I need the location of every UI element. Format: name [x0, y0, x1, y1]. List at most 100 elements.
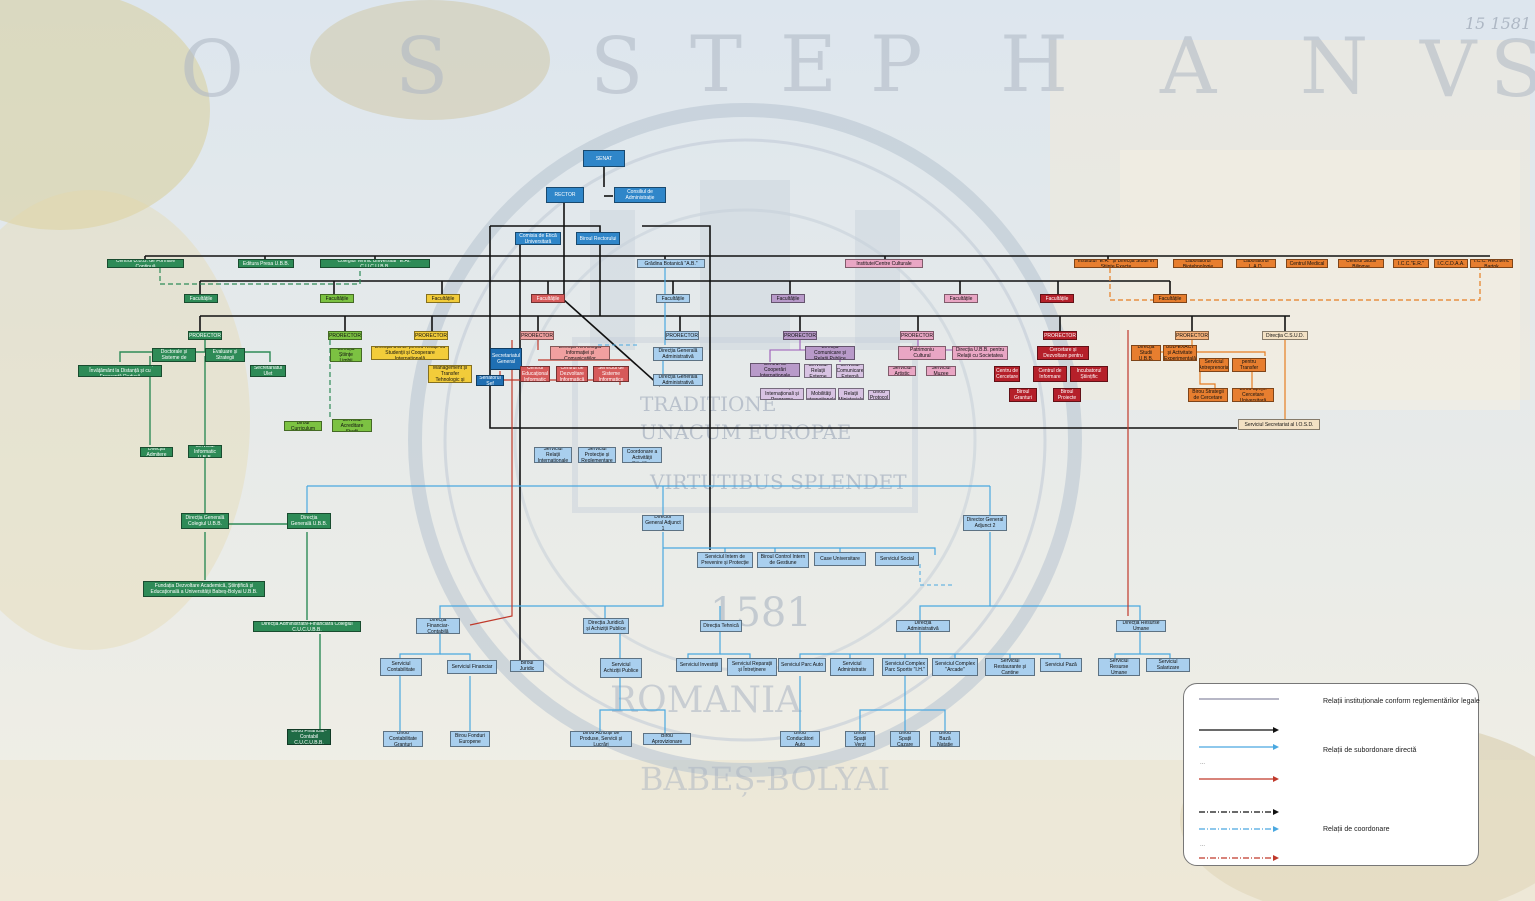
inst-row-box[interactable]: Laboratorul L.A.D. — [1236, 259, 1276, 268]
case-universitare-box[interactable]: Case Universitare — [814, 552, 866, 566]
prorector-box[interactable]: PRORECTOR — [783, 331, 817, 340]
secretariat-general-box[interactable]: Secretariatul General — [490, 348, 522, 370]
biroul-curriculum-box[interactable]: Biroul Curriculum — [284, 421, 322, 431]
purple-child-box[interactable]: Birou Protocol — [868, 390, 890, 400]
blue-subunit-box[interactable]: Serviciul Relații Internaționale — [534, 447, 572, 463]
prorector-box[interactable]: PRORECTOR — [414, 331, 448, 340]
senat-box[interactable]: SENAT — [583, 150, 625, 167]
inst-row-box[interactable]: Laboratorul Biotehnologie — [1173, 259, 1223, 268]
yellow-child-box[interactable]: Centrul de Management și Transfer Tehnol… — [428, 365, 472, 383]
birou-spatii-box[interactable]: Birou Spații Cazare — [890, 731, 920, 747]
pink-child-box[interactable]: Serviciul Muzee — [926, 366, 956, 376]
facultati-box[interactable]: Facultățile — [1153, 294, 1187, 303]
purple-child-box[interactable]: Birou Relații Ministeriale — [838, 388, 864, 400]
inst-row-box[interactable]: Centrul Medical — [1286, 259, 1328, 268]
birou-contabilitate-box[interactable]: Birou Contabilitate Granturi — [383, 731, 423, 747]
facultati-box[interactable]: Facultățile — [184, 294, 218, 303]
serviciul-parc-auto-box[interactable]: Serviciul Parc Auto — [778, 658, 826, 672]
birou-aprovizionare-box[interactable]: Birou Aprovizionare — [643, 733, 691, 745]
birou-fonduri-box[interactable]: Birou Fonduri Europene — [450, 731, 490, 747]
serviciul-achizitii-box[interactable]: Serviciul Achiziții Publice — [600, 658, 642, 678]
biroul-control-box[interactable]: Biroul Control Intern de Gestiune — [757, 552, 809, 568]
director-adjunct1-box[interactable]: Director General Adjunct 1 — [642, 515, 684, 531]
green-child-box[interactable]: Direcția Admitere — [140, 447, 173, 457]
dred-child-box[interactable]: Centrul de Informare — [1033, 366, 1067, 382]
pink-child-box[interactable]: Serviciul Artistic — [888, 366, 916, 376]
orange-child-box[interactable]: Birou Strategii de Cercetare — [1188, 388, 1228, 402]
fundatie-box[interactable]: Fundația Dezvoltare Academică, Științifi… — [143, 581, 265, 597]
serviciul-complex-box[interactable]: Serviciul Complex Parc Sportiv "I.H." — [882, 658, 928, 676]
serviciul-prevenire-box[interactable]: Serviciul Intern de Prevenire și Protecț… — [697, 552, 753, 568]
prorector-box[interactable]: PRORECTOR — [188, 331, 222, 340]
facultati-box[interactable]: Facultățile — [531, 294, 565, 303]
serviciul-resurse-umane-box[interactable]: Serviciul Resurse Umane — [1098, 658, 1140, 676]
prorector-box[interactable]: PRORECTOR — [328, 331, 362, 340]
orange-child-box[interactable]: Birou Sprijin Cercetare Universitară — [1232, 388, 1274, 402]
inst-row-box[interactable]: I.C.C.D.A.A. — [1434, 259, 1468, 268]
comisia-etica-box[interactable]: Comisia de Etică Universitară — [515, 232, 561, 245]
dred-child-box[interactable]: Direcția de Cercetare și Dezvoltare pent… — [1037, 346, 1089, 360]
purple-child-box[interactable]: Birou Relații Studenți Internaționali și… — [760, 388, 804, 400]
director-general-colegiu-box[interactable]: Direcția Generală Colegiul U.B.B. — [181, 513, 229, 529]
lime-child-box[interactable]: Direcția Științe Limbii — [330, 348, 362, 362]
serviciul-social-box[interactable]: Serviciul Social — [875, 552, 919, 566]
dred-child-box[interactable]: Centru de Cercetare — [994, 366, 1020, 382]
directia-administrativa-box[interactable]: Direcția Administrativă — [896, 620, 950, 632]
orange-child-box[interactable]: Centrul pentru Transfer Tehnologic — [1232, 358, 1266, 372]
pink-child-box[interactable]: Direcția Patrimoniu Cultural Universitar — [898, 346, 946, 360]
serviciul-acreditare-box[interactable]: Serviciul Acreditare Studii — [332, 419, 372, 432]
director-csud-box[interactable]: Direcția C.S.U.D. — [1262, 331, 1308, 340]
red-child-box[interactable]: Centrul de Dezvoltare Informatică — [556, 366, 588, 382]
serviciul-restaurante-box[interactable]: Serviciul Restaurante și Cantine — [985, 658, 1035, 676]
inst-row-box[interactable]: I.C.C. Rechtenc Bartok — [1470, 259, 1513, 268]
serviciul-investitii-box[interactable]: Serviciul Investiții — [676, 658, 722, 672]
inst-row-box[interactable]: Institutul "E.R." și Direcția Studii în … — [1074, 259, 1158, 268]
orange-child-box[interactable]: Serviciul Antreprenorial — [1199, 358, 1229, 372]
green-child-box[interactable]: Direcția de Evaluare și Strategii Academ… — [205, 348, 245, 362]
birou-baza-box[interactable]: Birou Bază Natație — [930, 731, 960, 747]
purple-child-box[interactable]: Direcția Comunicare și Relații Publice — [805, 346, 855, 360]
inst-row-box[interactable]: I.C.C."E.R." — [1393, 259, 1429, 268]
birou-conducatori-box[interactable]: Birou Conducători Auto — [780, 731, 820, 747]
serviciul-contabilitate-box[interactable]: Serviciul Contabilitate — [380, 658, 422, 676]
facultati-box[interactable]: Facultățile — [426, 294, 460, 303]
director-general-box[interactable]: Direcția Generală U.B.B. — [287, 513, 331, 529]
birou-achizitii-box[interactable]: Birou Achiziții de Produse, Servicii și … — [570, 731, 632, 747]
gradina-box[interactable]: Grădina Botanică "A.B." — [637, 259, 705, 268]
red-child-box[interactable]: Serviciul de Sisteme Informatice — [593, 366, 629, 382]
prorector-box[interactable]: PRORECTOR — [1175, 331, 1209, 340]
facultati-box[interactable]: Facultățile — [944, 294, 978, 303]
consiliu-admin-box[interactable]: Consiliul de Administrație — [614, 187, 666, 203]
serviciul-secretariat-box[interactable]: Serviciul Secretariat al I.O.S.D. — [1238, 419, 1320, 430]
dred-child-box[interactable]: Biroul Proiecte — [1053, 388, 1081, 402]
prorector-box[interactable]: PRORECTOR — [900, 331, 934, 340]
inst-row-box[interactable]: Centrul Studii Bilingve — [1338, 259, 1384, 268]
red-child-box[interactable]: Centrul Educațional Informatic — [520, 366, 550, 382]
purple-child-box[interactable]: Serviciul Relații Externe — [804, 364, 832, 378]
institute-box[interactable]: Institute/Centre Culturale — [845, 259, 923, 268]
orange-child-box[interactable]: Direcția Studii U.B.B. — [1131, 345, 1161, 361]
purple-child-box[interactable]: Birou Mobilități Internaționale — [806, 388, 836, 400]
centrul-ue-box[interactable]: Centrul U.B.B. de Formare Continuă — [107, 259, 184, 268]
facultati-box[interactable]: Facultățile — [771, 294, 805, 303]
serviciul-complex-arcade-box[interactable]: Serviciul Complex "Arcade" — [932, 658, 978, 676]
dred-child-box[interactable]: Biroul Granturi — [1009, 388, 1037, 402]
prorector-box[interactable]: PRORECTOR — [520, 331, 554, 340]
dred-child-box[interactable]: Incubatorul Științific — [1070, 366, 1108, 382]
director-adjunct2-box[interactable]: Director General Adjunct 2 — [963, 515, 1007, 531]
purple-child-box[interactable]: Centrul de Cooperări Internaționale — [750, 363, 800, 377]
dga-box[interactable]: Direcția Generală Administrativă — [653, 347, 703, 361]
senator-sef-box[interactable]: Senatorul Șef — [476, 375, 504, 386]
birou-spatii-verzi-box[interactable]: Birou Spații Verzi — [845, 731, 875, 747]
red-child-box[interactable]: Direcția Tehnologia Informației și Comun… — [550, 346, 610, 360]
rector-box[interactable]: RECTOR — [546, 187, 584, 203]
directia-fin-contabila-box[interactable]: Direcția Financiar-Contabilă — [416, 618, 460, 634]
prorector-box[interactable]: PRORECTOR — [665, 331, 699, 340]
colegiu-box[interactable]: Colegiul Tehnic Universitar "E.Ar." C.U.… — [320, 259, 430, 268]
green-child-box[interactable]: Secretariatul Ulet — [250, 365, 286, 377]
prorector-box[interactable]: PRORECTOR — [1043, 331, 1077, 340]
blue-subunit-box[interactable]: Serviciul Protecție și Reglementare — [578, 447, 616, 463]
directia-tehnica-box[interactable]: Direcția Tehnică — [700, 620, 742, 632]
serviciul-salarizare-box[interactable]: Serviciul Salarizare — [1146, 658, 1190, 672]
serviciul-paza-box[interactable]: Serviciul Pază — [1040, 658, 1082, 672]
